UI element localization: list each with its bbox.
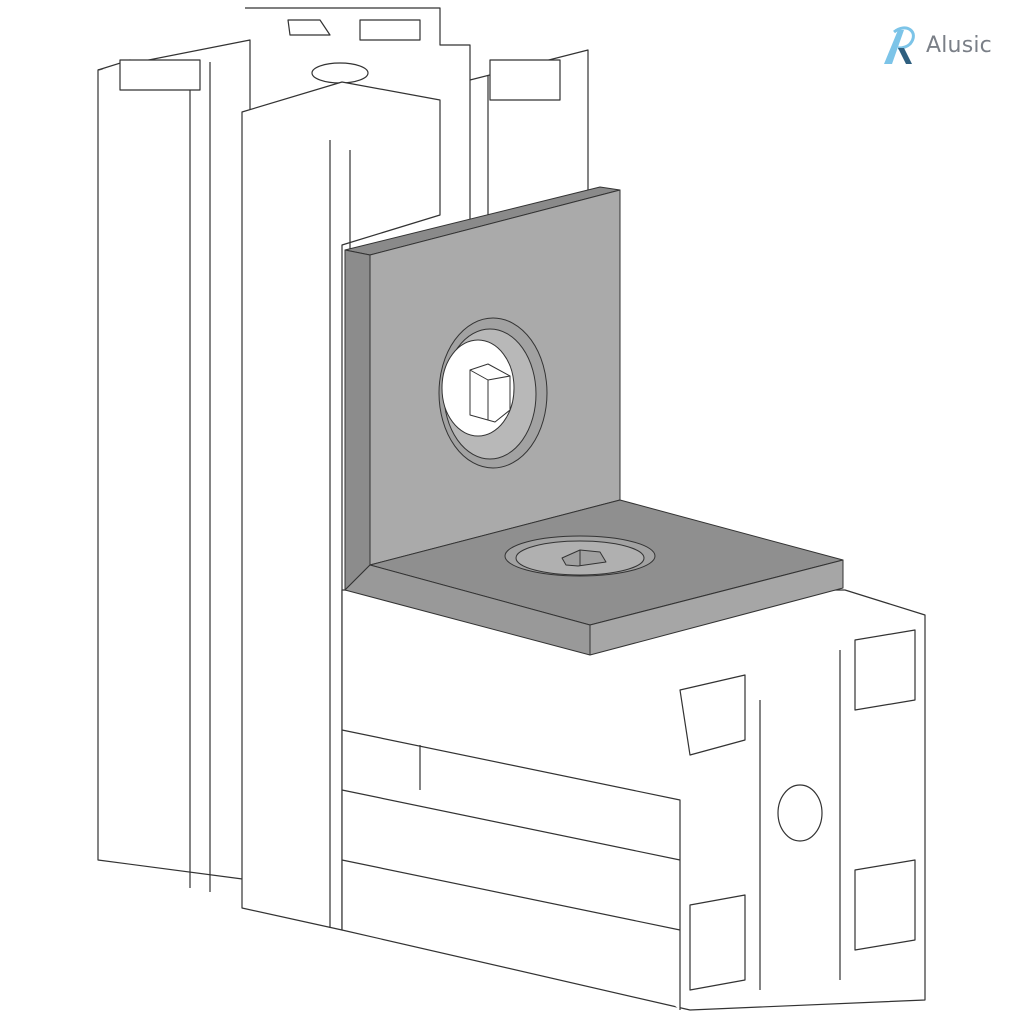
bracket-screw-vertical bbox=[438, 317, 548, 469]
horizontal-profile bbox=[341, 589, 926, 1011]
stylized-a-logo-icon bbox=[884, 26, 915, 64]
bracket-screw-horizontal bbox=[504, 535, 656, 577]
brand-logo: Alusic bbox=[880, 24, 992, 66]
brand-name: Alusic bbox=[926, 32, 992, 58]
vertical-profile-front bbox=[241, 75, 489, 931]
angle-bracket bbox=[344, 186, 844, 656]
